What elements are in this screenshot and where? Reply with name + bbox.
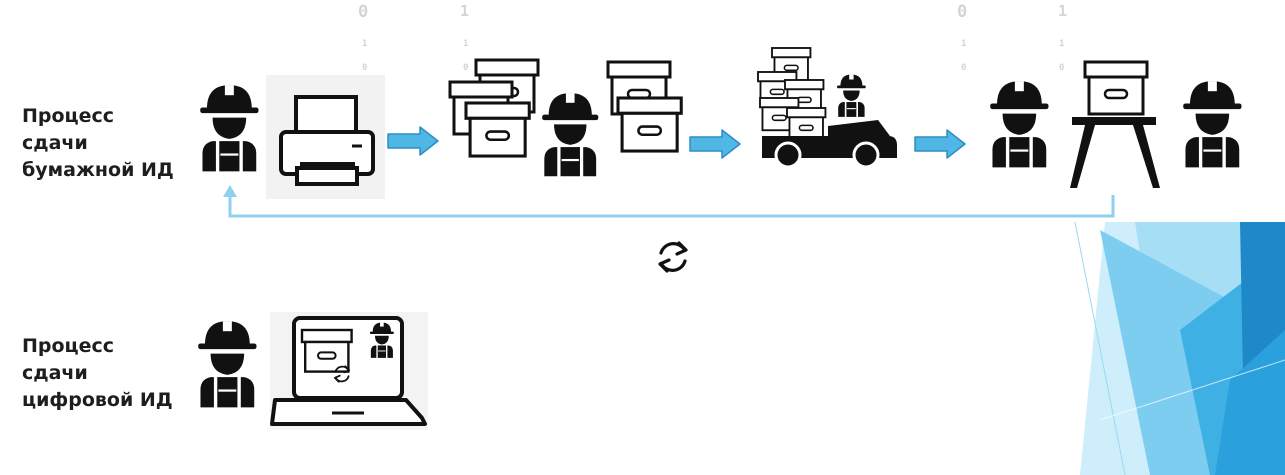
binary-digit: 0 [358, 2, 369, 22]
reception-table-icon [1070, 60, 1160, 188]
binary-digit: 1 [961, 39, 967, 49]
cycle-arrows-icon [658, 241, 688, 273]
binary-digit: 0 [463, 63, 469, 73]
label-line: Процесс [22, 335, 115, 357]
decor-binary-digits-1: 0 [358, 2, 368, 22]
label-line: бумажной ИД [22, 159, 174, 181]
decor-binary-digits-3: 1 0 [362, 32, 367, 80]
decor-binary-digits-6: 1 [1058, 2, 1067, 20]
flow-arrow-3 [914, 129, 966, 159]
label-line: Процесс [22, 105, 115, 127]
binary-digit: 1 [1059, 39, 1065, 49]
flow-arrow-1 [387, 126, 439, 156]
decor-binary-digits-4: 1 0 [463, 32, 468, 80]
worker-icon [198, 321, 257, 408]
decor-binary-digits-7: 1 0 [961, 32, 966, 80]
binary-digit: 0 [362, 63, 368, 73]
decor-binary-digits-8: 1 0 [1059, 32, 1064, 80]
label-line: сдачи [22, 362, 88, 384]
digital-process-label: Процесс сдачи цифровой ИД [22, 333, 173, 414]
delivery-truck-icon [757, 47, 897, 169]
paper-process-label: Процесс сдачи бумажной ИД [22, 103, 174, 184]
binary-digit: 1 [362, 39, 368, 49]
worker-icon [1183, 81, 1242, 168]
binary-digit: 0 [957, 2, 968, 22]
binary-digit: 0 [961, 63, 967, 73]
label-line: цифровой ИД [22, 389, 173, 411]
decor-blue-triangles [1074, 221, 1285, 475]
archive-box-icon [606, 60, 683, 153]
label-line: сдачи [22, 132, 88, 154]
binary-digit: 1 [1058, 2, 1068, 20]
archive-box-icon [448, 58, 540, 158]
worker-icon [542, 93, 599, 177]
worker-icon [990, 81, 1049, 168]
decor-binary-digits-5: 0 [957, 2, 967, 22]
worker-icon [200, 85, 259, 172]
laptop-icon [270, 312, 428, 430]
binary-digit: 1 [460, 2, 470, 20]
binary-digit: 0 [1059, 63, 1065, 73]
binary-digit: 1 [463, 39, 469, 49]
return-loop-arrow [223, 185, 1115, 218]
flow-arrow-2 [689, 129, 741, 159]
decor-binary-digits-2: 1 [460, 2, 469, 20]
printer-icon [266, 75, 385, 199]
